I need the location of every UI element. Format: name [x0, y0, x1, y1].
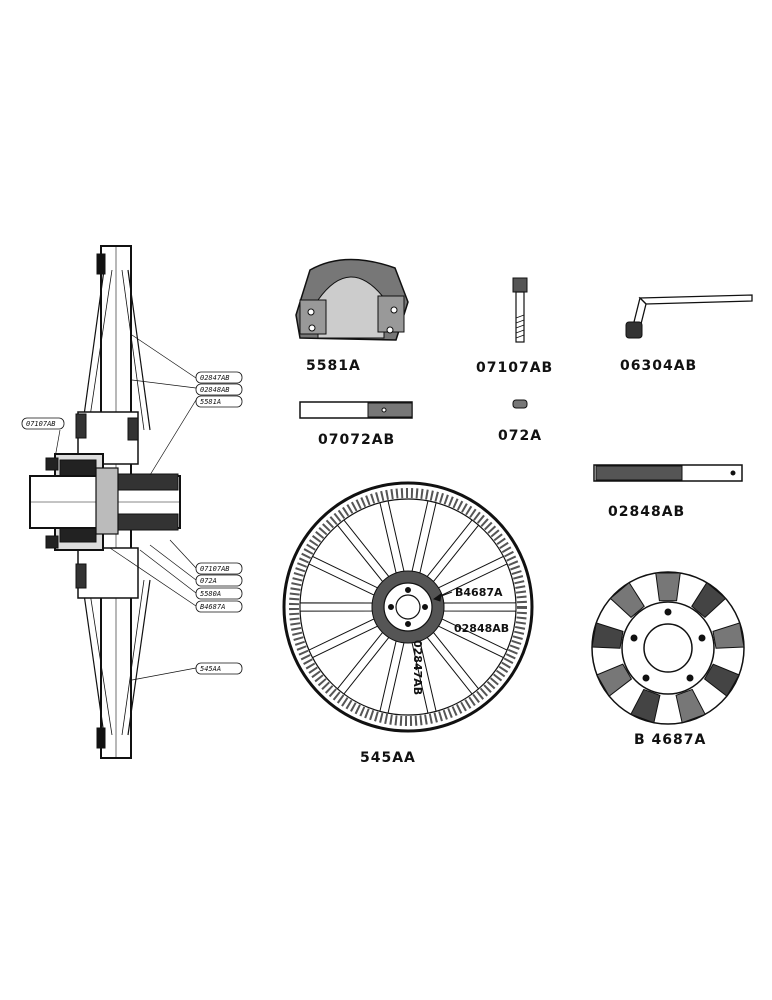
label-wheel: 545AA	[360, 750, 416, 766]
svg-text:02848AB: 02848AB	[200, 386, 230, 394]
hub-plate-flange	[655, 572, 681, 602]
wheel-label-hub-plate: B4687A	[455, 586, 503, 599]
callout-upper-1: 02847AB	[195, 371, 243, 384]
label-hub-half: 5581A	[306, 358, 361, 374]
wheel-side-section-view	[29, 245, 197, 759]
svg-text:5581A: 5581A	[200, 398, 221, 406]
wheel-spoke	[443, 602, 517, 612]
key-part	[299, 401, 413, 419]
svg-text:5580A: 5580A	[200, 590, 221, 598]
svg-text:02847AB: 02847AB	[200, 374, 230, 382]
hub-plate-flange	[630, 688, 661, 724]
hub-half-part	[295, 258, 409, 341]
svg-text:B4687A: B4687A	[200, 603, 225, 611]
hub-plate-flange	[609, 581, 645, 619]
svg-text:07107AB: 07107AB	[26, 420, 56, 428]
wrench-part	[625, 294, 753, 339]
hub-plate-flange	[703, 663, 740, 697]
callout-upper-2: 02848AB	[195, 383, 243, 396]
hub-plate-part	[591, 571, 745, 725]
label-key: 07072AB	[318, 432, 395, 448]
callout-lower-3: 5580A	[195, 587, 243, 600]
label-hub-plate: B 4687A	[634, 732, 706, 748]
hub-plate-flange	[591, 622, 624, 649]
label-strap: 02848AB	[608, 504, 685, 520]
hub-plate-flange	[675, 688, 706, 724]
hub-plate-flange	[691, 581, 727, 619]
wheel-label-spoke-b: 02847AB	[411, 640, 424, 695]
hub-plate-flange	[712, 622, 745, 649]
strap-part	[593, 464, 743, 482]
callout-lower-1: 07107AB	[195, 562, 243, 575]
label-bolt: 07107AB	[476, 360, 553, 376]
callout-lower-4: B4687A	[195, 600, 243, 613]
wheel-part	[282, 481, 534, 733]
wheel-spoke	[299, 602, 373, 612]
label-wrench: 06304AB	[620, 358, 697, 374]
wheel-label-spoke-a: 02848AB	[454, 622, 509, 635]
hub-plate-flange	[596, 663, 633, 697]
callout-bottom: 545AA	[195, 662, 243, 675]
pin-part	[512, 399, 528, 409]
svg-text:07107AB: 07107AB	[200, 565, 230, 573]
svg-text:545AA: 545AA	[200, 665, 221, 673]
callout-left-bolt: 07107AB	[21, 417, 65, 430]
callout-upper-3: 5581A	[195, 395, 243, 408]
bolt-part	[512, 277, 528, 343]
callout-lower-2: 072A	[195, 574, 243, 587]
label-pin: 072A	[498, 428, 542, 444]
svg-text:072A: 072A	[200, 577, 217, 585]
